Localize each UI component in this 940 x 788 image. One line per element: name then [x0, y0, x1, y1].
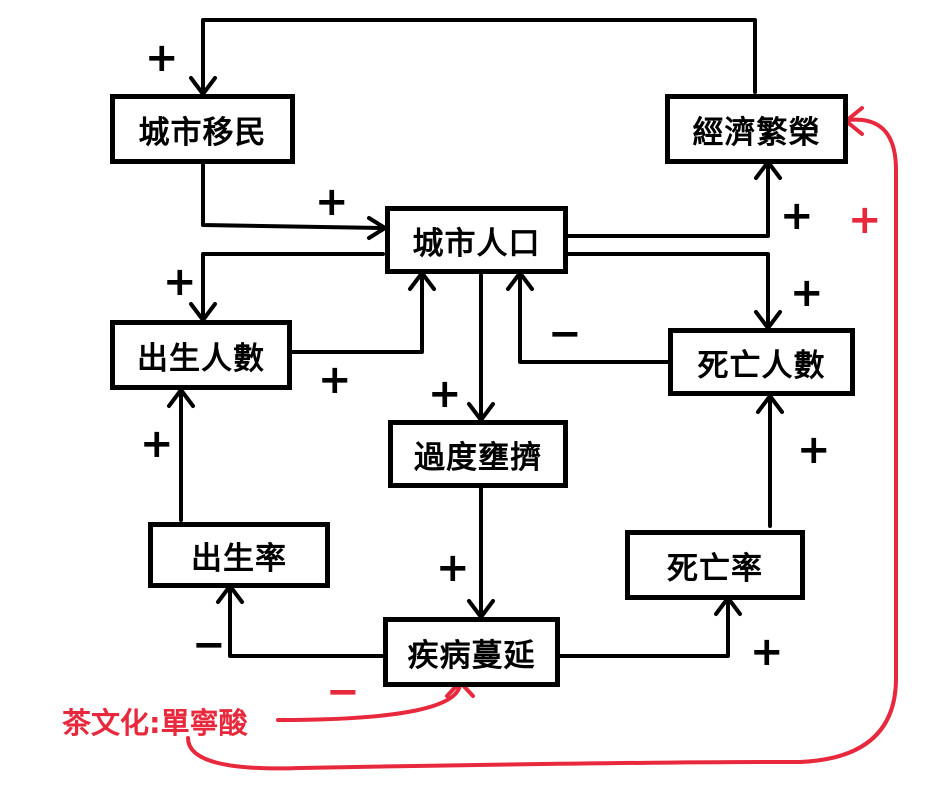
sign-tannin-to-disease: −	[326, 669, 360, 715]
edge-deaths-to-population	[518, 273, 670, 364]
edge-population-to-economy	[566, 163, 770, 238]
arrowhead-births-from-rate	[167, 388, 195, 408]
arrowhead-deaths-from-rate	[756, 394, 784, 414]
sign-tannin-to-economy: +	[848, 197, 882, 243]
node-birth-rate: 出生率	[148, 522, 330, 588]
external-factor-label: 茶文化:單寧酸	[62, 706, 248, 740]
edge-population-to-deaths	[566, 252, 770, 328]
node-urban-migration: 城市移民	[110, 94, 295, 164]
sign-birthrate-to-births: +	[140, 421, 174, 467]
node-death-rate: 死亡率	[625, 530, 805, 600]
node-economic-prosperity: 經濟繁榮	[665, 94, 848, 164]
node-births: 出生人數	[110, 320, 292, 390]
node-deaths: 死亡人數	[668, 328, 855, 396]
node-urban-population: 城市人口	[385, 206, 568, 274]
sign-overcrowding-to-disease: +	[436, 545, 470, 591]
edge-migration-to-population	[201, 163, 385, 230]
sign-economy-to-migration: +	[145, 35, 179, 81]
sign-disease-to-birthrate: −	[192, 622, 226, 668]
edge-births-to-population	[290, 273, 424, 354]
sign-births-to-population: +	[318, 357, 352, 403]
sign-population-to-economy: +	[780, 193, 814, 239]
sign-disease-to-deathrate: +	[750, 629, 784, 675]
edge-disease-to-birthrate	[228, 586, 385, 658]
node-disease-spread: 疾病蔓延	[383, 617, 560, 687]
edge-tannin-to-disease	[276, 681, 462, 722]
sign-population-to-births: +	[163, 259, 197, 305]
edge-economy-to-migration	[201, 18, 757, 94]
edge-disease-to-deathrate	[558, 598, 730, 658]
edge-population-to-births	[201, 252, 385, 320]
sign-deaths-to-population: −	[548, 311, 582, 357]
sign-population-to-deaths: +	[790, 270, 824, 316]
sign-deathrate-to-deaths: +	[797, 427, 831, 473]
sign-migration-to-population: +	[315, 179, 349, 225]
sign-population-to-overcrowding: +	[428, 371, 462, 417]
edge-tannin-to-economy	[186, 117, 898, 771]
node-overcrowding: 過度壅擠	[388, 420, 568, 488]
